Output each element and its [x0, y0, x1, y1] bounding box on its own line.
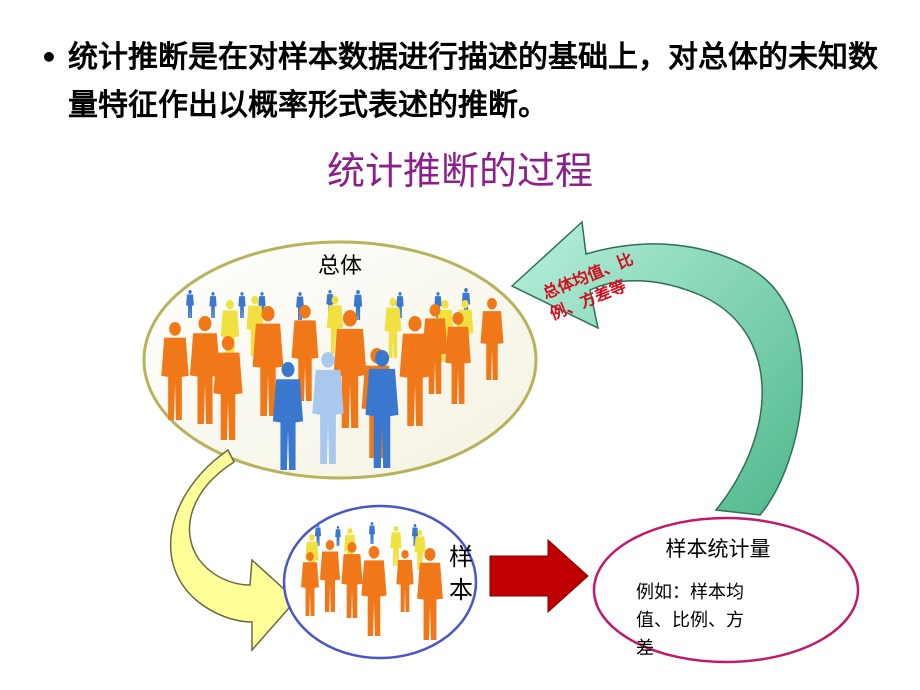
- person-body: [390, 532, 402, 566]
- person-body: [314, 527, 322, 546]
- person-head: [211, 292, 215, 296]
- person-head: [417, 530, 423, 536]
- person-head: [260, 292, 264, 296]
- person-head: [328, 290, 332, 294]
- person-body: [480, 311, 504, 380]
- person-body: [301, 562, 319, 616]
- person-head: [226, 300, 234, 310]
- person-head: [368, 546, 380, 559]
- red-arrow: [489, 538, 589, 614]
- bullet-text: 统计推断是在对样本数据进行描述的基础上，对总体的未知数量特征作出以概率形式表述的…: [68, 40, 878, 123]
- person-head: [441, 300, 449, 309]
- person-body: [312, 369, 344, 464]
- person-body: [368, 525, 376, 544]
- person-head: [429, 304, 441, 317]
- person-head: [331, 296, 339, 305]
- person-head: [309, 534, 315, 541]
- person-head: [221, 336, 235, 351]
- person-head: [336, 526, 340, 529]
- diagram-title: 统计推断的过程: [326, 149, 593, 193]
- person-head: [347, 528, 353, 534]
- person-head: [487, 298, 497, 310]
- person-head: [169, 322, 181, 336]
- person-body: [361, 560, 387, 636]
- statistic-ellipse: [592, 516, 860, 664]
- population-label: 总体: [318, 254, 362, 279]
- population-figures: [161, 288, 504, 470]
- statistic-desc-line1: 例如：样本均: [636, 582, 744, 603]
- person-body: [399, 333, 431, 426]
- person-head: [342, 310, 358, 327]
- yellow-curved-arrow: [169, 448, 298, 652]
- person-body: [396, 559, 414, 612]
- person-body: [213, 352, 243, 440]
- person-head: [436, 292, 440, 296]
- bullet-marker: •: [40, 41, 58, 74]
- person-body: [414, 536, 426, 570]
- person-head: [188, 290, 192, 294]
- person-head: [298, 292, 302, 296]
- person-head: [356, 290, 360, 295]
- person-head: [461, 300, 469, 309]
- person-head: [370, 522, 374, 526]
- person-body: [319, 551, 341, 612]
- person-head: [251, 296, 259, 305]
- person-head: [347, 542, 357, 553]
- person-head: [464, 288, 468, 293]
- person-head: [281, 362, 295, 378]
- person-body: [335, 529, 341, 546]
- person-body: [296, 296, 304, 320]
- person-body: [161, 337, 189, 420]
- person-head: [261, 306, 275, 322]
- person-body: [189, 333, 221, 424]
- person-body: [365, 368, 399, 468]
- person-body: [422, 318, 448, 394]
- person-body: [272, 379, 304, 470]
- person-head: [424, 548, 436, 561]
- sample-figures: [301, 522, 443, 640]
- person-body: [341, 554, 363, 618]
- person-head: [240, 292, 244, 296]
- statistic-title: 样本统计量: [666, 537, 771, 561]
- person-body: [238, 296, 246, 318]
- bullet-point: • 统计推断是在对样本数据进行描述的基础上，对总体的未知数量特征作出以概率形式表…: [40, 34, 900, 130]
- person-head: [413, 524, 417, 528]
- statistic-desc-line2: 值、比例、方: [636, 610, 744, 631]
- person-body: [417, 562, 443, 640]
- person-body: [384, 307, 402, 358]
- sample-label-line1: 样: [449, 543, 473, 571]
- person-head: [299, 305, 311, 319]
- person-head: [401, 550, 409, 559]
- person-body: [186, 294, 194, 318]
- person-head: [393, 526, 399, 532]
- person-head: [198, 316, 212, 332]
- person-head: [452, 312, 464, 325]
- person-head: [398, 292, 402, 296]
- person-head: [389, 298, 397, 307]
- person-body: [209, 296, 217, 318]
- green-curved-arrow: [510, 220, 803, 516]
- person-head: [374, 350, 390, 367]
- person-body: [445, 326, 471, 404]
- sample-label-line2: 本: [449, 576, 473, 604]
- person-head: [321, 352, 335, 368]
- statistic-desc-line3: 差: [636, 638, 654, 659]
- person-head: [325, 540, 335, 551]
- person-head: [316, 524, 320, 528]
- person-head: [408, 316, 422, 332]
- person-head: [306, 552, 314, 561]
